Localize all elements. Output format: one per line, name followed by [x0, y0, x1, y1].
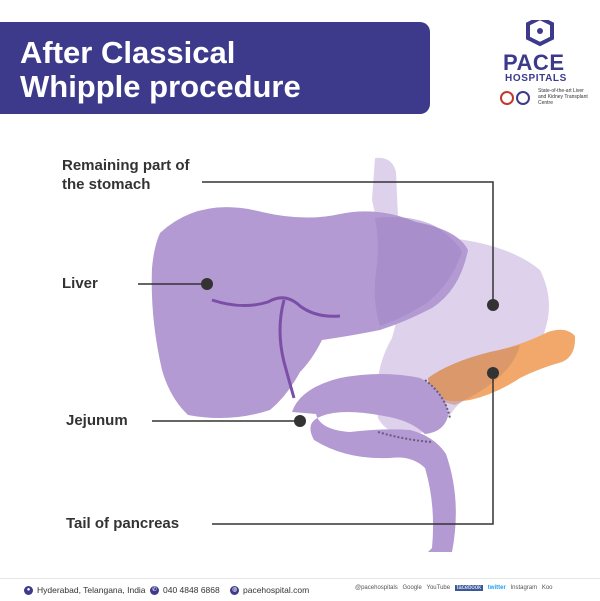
marker-jejunum	[294, 415, 306, 427]
marker-stomach	[487, 299, 499, 311]
page-title-line-1: After Classical	[20, 35, 236, 70]
location-pin-icon: ●	[24, 585, 33, 595]
footer-location: ● Hyderabad, Telangana, India	[24, 585, 146, 595]
globe-icon: ◍	[230, 585, 239, 595]
leader-line-pancreas	[212, 373, 494, 525]
title-banner	[0, 22, 430, 114]
social-twitter[interactable]: twitter	[487, 585, 506, 591]
social-facebook[interactable]: facebook	[454, 585, 484, 591]
footer-website-text[interactable]: pacehospital.com	[243, 585, 310, 595]
marker-liver	[201, 278, 213, 290]
footer-phone-text: 040 4848 6868	[163, 585, 220, 595]
social-instagram[interactable]: Instagram	[510, 585, 538, 591]
jejunum-shape	[292, 374, 456, 552]
footer-website[interactable]: ◍ pacehospital.com	[230, 585, 309, 595]
footer-location-text: Hyderabad, Telangana, India	[37, 585, 146, 595]
anastomosis-stitch-bottom	[377, 431, 433, 443]
bile-duct	[278, 299, 296, 399]
liver-lobe-overlap	[374, 217, 462, 326]
social-handle: @pacehospitals	[355, 585, 398, 591]
logo-tagline: State-of-the-art Liver and Kidney Transp…	[538, 88, 588, 106]
label-pancreas: Tail of pancreas	[66, 515, 180, 532]
pace-logo-icon	[500, 20, 554, 105]
leader-line-stomach	[202, 181, 494, 305]
label-jejunum: Jejunum	[66, 412, 128, 429]
logo-name: PACE	[503, 50, 565, 75]
label-stomach: Remaining part of the stomach	[62, 157, 190, 193]
logo-subtitle: HOSPITALS	[505, 73, 567, 84]
anastomosis-stitch-top	[424, 379, 451, 419]
social-youtube[interactable]: YouTube	[426, 585, 451, 591]
phone-icon: ✆	[150, 585, 159, 595]
pancreas-stomach-overlap	[428, 345, 520, 405]
social-links: @pacehospitals Google YouTube facebook t…	[355, 585, 556, 591]
marker-pancreas	[487, 367, 499, 379]
footer: ● Hyderabad, Telangana, India ✆ 040 4848…	[0, 578, 600, 601]
page-title-line-2: Whipple procedure	[20, 69, 301, 104]
label-liver: Liver	[62, 275, 98, 292]
footer-phone: ✆ 040 4848 6868	[150, 585, 220, 595]
social-google[interactable]: Google	[402, 585, 422, 591]
hepatic-duct	[211, 296, 341, 318]
social-koo[interactable]: Koo	[541, 585, 553, 591]
